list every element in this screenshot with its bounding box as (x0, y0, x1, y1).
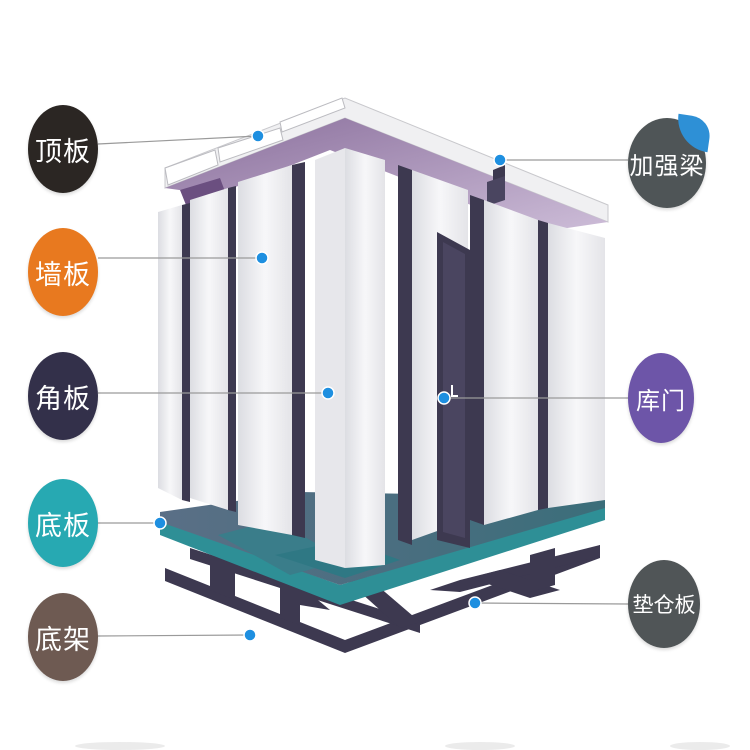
marker-dot-cushion-board (468, 596, 482, 610)
marker-dot-storage-door (437, 391, 451, 405)
label-top-panel: 顶板 (28, 105, 98, 193)
marker-dots (153, 129, 507, 642)
corner-panel-structure (315, 148, 385, 568)
label-reinforcing-beam: 加强梁 (628, 113, 713, 208)
wall-panel-structure (238, 162, 305, 538)
marker-dot-corner-panel (321, 386, 335, 400)
marker-dot-top-panel (251, 129, 265, 143)
label-floor-panel: 底板 (28, 479, 98, 567)
marker-dot-reinforcing-beam (493, 153, 507, 167)
label-base-frame: 底架 (28, 593, 98, 681)
wall-panels-back (158, 186, 236, 512)
leader-lines (97, 135, 629, 637)
storage-door-structure (437, 232, 470, 548)
label-corner-panel: 角板 (28, 352, 98, 440)
label-cushion-board: 垫仓板 (628, 560, 700, 648)
bottom-shadows (75, 742, 730, 750)
label-reinforcing-beam-text: 加强梁 (629, 151, 705, 180)
marker-dot-wall-panel (255, 251, 269, 265)
reinforcing-beam-structure (487, 165, 505, 206)
top-panel-structure (164, 97, 609, 232)
marker-dot-base-frame (243, 628, 257, 642)
label-wall-panel: 墙板 (28, 228, 98, 316)
label-storage-door: 库门 (628, 353, 694, 443)
marker-dot-floor-panel (153, 516, 167, 530)
